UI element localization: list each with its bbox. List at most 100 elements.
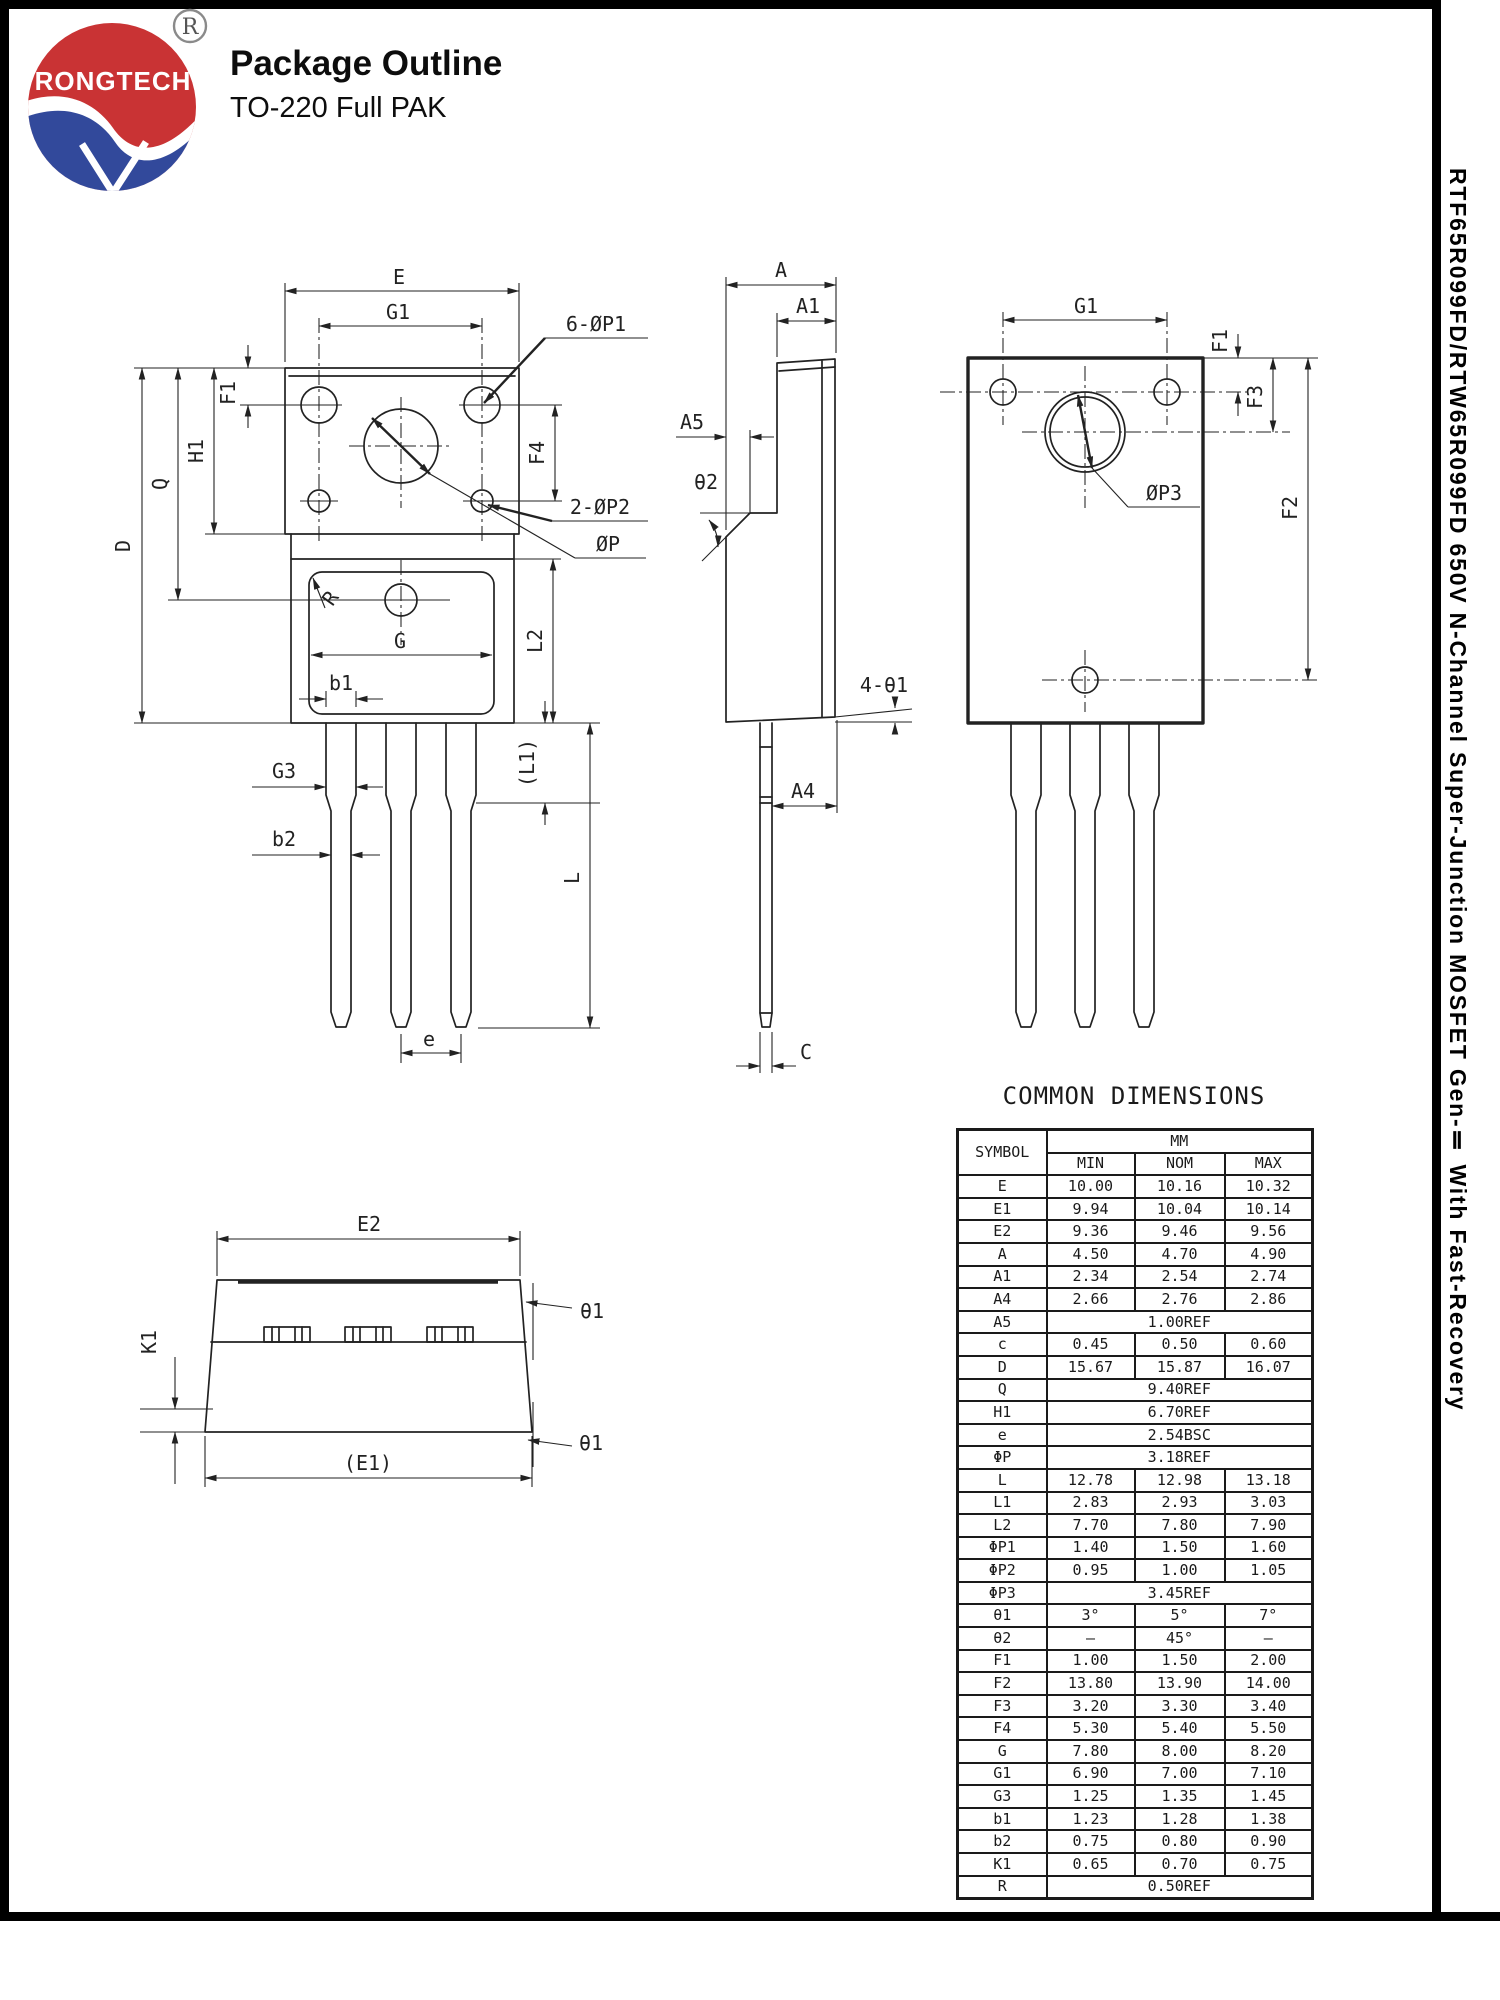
symbol-cell: L1 — [956, 1490, 1048, 1516]
span-value-cell: 1.00REF — [1045, 1309, 1314, 1335]
min-cell: 3° — [1045, 1603, 1136, 1629]
span-value-cell: 0.50REF — [1045, 1874, 1314, 1900]
symbol-cell: F1 — [956, 1648, 1048, 1674]
symbol-cell: ΦP — [956, 1445, 1048, 1470]
symbol-cell: G3 — [956, 1784, 1048, 1809]
symbol-cell: A — [956, 1241, 1048, 1267]
dim-label-c: C — [800, 1040, 812, 1064]
symbol-cell: Q — [956, 1377, 1048, 1403]
symbol-cell: e — [956, 1422, 1048, 1448]
max-header-cell: MAX — [1223, 1151, 1314, 1177]
nom-cell: 13.90 — [1133, 1671, 1226, 1696]
dim-label-e2: E2 — [357, 1212, 381, 1236]
min-cell: 7.80 — [1045, 1739, 1136, 1764]
symbol-cell: ΦP1 — [956, 1535, 1048, 1561]
registered-mark-letter: R — [182, 15, 200, 40]
dim-label-p1: 6-ØP1 — [566, 312, 626, 336]
page-border-top — [0, 0, 1441, 9]
dim-label-a5: A5 — [680, 410, 704, 434]
nom-cell: 7.80 — [1133, 1513, 1226, 1538]
max-cell: 10.14 — [1223, 1196, 1314, 1222]
dim-label-theta1-bottom: θ1 — [579, 1431, 603, 1455]
sidebar-part-number: RTF65R099FD/RTW65R099FD 650V N-Channel S… — [1445, 168, 1471, 1412]
symbol-cell: ΦP3 — [956, 1580, 1048, 1606]
nom-cell: 15.87 — [1133, 1354, 1226, 1380]
symbol-cell: θ2 — [956, 1626, 1048, 1651]
max-cell: 5.50 — [1223, 1716, 1314, 1742]
max-cell: – — [1223, 1626, 1314, 1651]
max-cell: 0.60 — [1223, 1332, 1314, 1357]
nom-cell: 1.35 — [1133, 1784, 1226, 1809]
dim-label-f3: F3 — [1243, 385, 1267, 409]
unit-header-cell: MM — [1045, 1128, 1314, 1154]
nom-cell: 8.00 — [1133, 1739, 1226, 1764]
page-subtitle: TO-220 Full PAK — [230, 92, 447, 124]
max-cell: 2.00 — [1223, 1648, 1314, 1674]
nom-cell: 3.30 — [1133, 1693, 1226, 1719]
symbol-cell: F3 — [956, 1693, 1048, 1719]
page-title: Package Outline — [230, 44, 503, 83]
symbol-cell: A1 — [956, 1264, 1048, 1290]
min-cell: 4.50 — [1045, 1241, 1136, 1267]
nom-cell: 2.93 — [1133, 1490, 1226, 1516]
symbol-cell: θ1 — [956, 1603, 1048, 1629]
page-border-bottom — [0, 1912, 1500, 1921]
min-cell: 9.94 — [1045, 1196, 1136, 1222]
dim-label-l2: L2 — [523, 629, 547, 653]
span-value-cell: 9.40REF — [1045, 1377, 1314, 1403]
span-value-cell: 6.70REF — [1045, 1400, 1314, 1425]
nom-cell: 1.28 — [1133, 1806, 1226, 1832]
dim-label-back-g1: G1 — [1074, 294, 1098, 318]
pin-pads — [263, 1326, 474, 1343]
nom-cell: 4.70 — [1133, 1241, 1226, 1267]
dim-label-a: A — [775, 258, 787, 282]
logo-wave — [28, 110, 196, 191]
min-cell: 7.70 — [1045, 1513, 1136, 1538]
nom-cell: 45° — [1133, 1626, 1226, 1651]
dim-label-b1: b1 — [329, 671, 353, 695]
logo-wordmark: RONGTECH — [35, 66, 192, 96]
symbol-header-cell: SYMBOL — [956, 1128, 1048, 1177]
max-cell: 0.90 — [1223, 1829, 1314, 1854]
max-cell: 7° — [1223, 1603, 1314, 1629]
min-cell: 2.66 — [1045, 1287, 1136, 1312]
dim-label-theta2: θ2 — [694, 470, 718, 494]
span-value-cell: 3.45REF — [1045, 1580, 1314, 1606]
dim-label-l1: (L1) — [515, 739, 539, 787]
nom-cell: 10.04 — [1133, 1196, 1226, 1222]
min-cell: 0.95 — [1045, 1558, 1136, 1583]
symbol-cell: A4 — [956, 1287, 1048, 1312]
symbol-cell: b2 — [956, 1829, 1048, 1854]
dim-label-back-f1: F1 — [1208, 329, 1232, 353]
symbol-cell: K1 — [956, 1852, 1048, 1877]
max-cell: 7.90 — [1223, 1513, 1314, 1538]
symbol-cell: L — [956, 1467, 1048, 1493]
nom-cell: 10.16 — [1133, 1174, 1226, 1199]
max-cell: 1.60 — [1223, 1535, 1314, 1561]
nom-cell: 9.46 — [1133, 1219, 1226, 1244]
common-dimensions-title: COMMON DIMENSIONS — [1002, 1082, 1266, 1110]
min-cell: 15.67 — [1045, 1354, 1136, 1380]
dim-label-g: G — [394, 629, 406, 653]
symbol-cell: b1 — [956, 1806, 1048, 1832]
nom-cell: 7.00 — [1133, 1761, 1226, 1787]
min-cell: 13.80 — [1045, 1671, 1136, 1696]
max-cell: 8.20 — [1223, 1739, 1314, 1764]
